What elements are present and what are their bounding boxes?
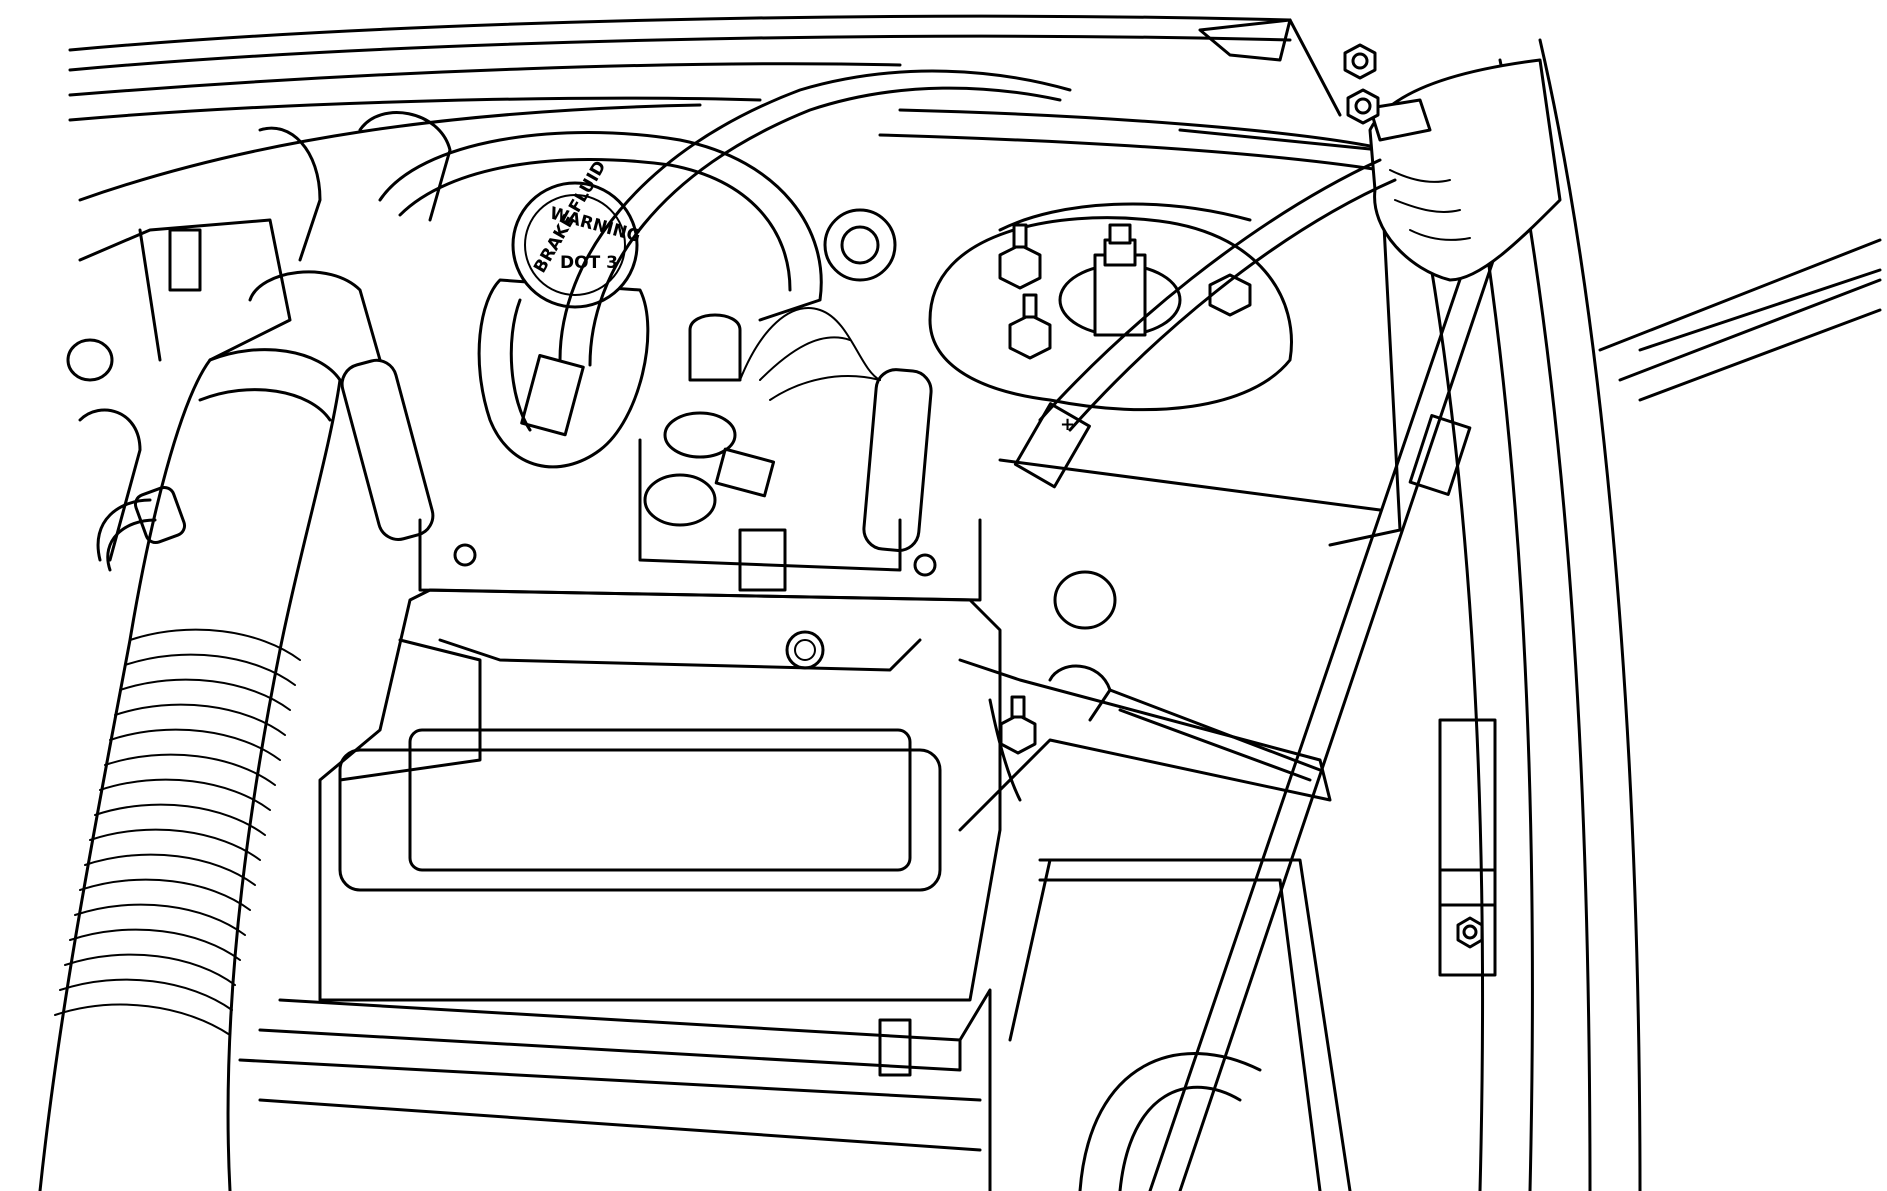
strut-tower xyxy=(928,202,1293,412)
battery-hold-down xyxy=(958,658,1332,832)
strut-mount-nut-icon xyxy=(998,223,1042,290)
cable-boot-center xyxy=(862,368,933,552)
fender-bolt-icon xyxy=(1456,916,1484,949)
hood-support-rod xyxy=(1148,248,1497,1191)
wiring-harness xyxy=(1108,688,1322,782)
battery-box xyxy=(318,588,1002,1002)
strut-mount-nut-icon xyxy=(1208,273,1252,317)
reservoir-cap-icon: WARNING BRAKE FLUID DOT 3 xyxy=(511,158,643,309)
strut-mount-nut-icon xyxy=(1008,293,1052,360)
brake-booster xyxy=(378,131,897,322)
battery-cable-right: + xyxy=(1013,158,1397,489)
abs-valve-cluster xyxy=(638,307,902,592)
engine-left-components xyxy=(66,111,452,562)
hold-down-nut-icon xyxy=(999,695,1037,755)
reservoir-cap-dot-text: DOT 3 xyxy=(560,253,618,273)
hand-holding-hood xyxy=(1368,58,1562,282)
positive-terminal-mark: + xyxy=(1060,414,1075,435)
hood-edge-lines xyxy=(68,14,1392,202)
cable-boot-left xyxy=(340,358,435,541)
lower-frame-rail xyxy=(238,988,992,1191)
battery-cable-left xyxy=(520,69,1072,437)
air-intake-duct xyxy=(38,348,342,1191)
strut-center-nut-icon xyxy=(1058,223,1182,337)
mounting-plate xyxy=(418,518,982,602)
cap-knob xyxy=(1048,570,1117,722)
fender-bracket xyxy=(1438,718,1497,977)
cowl-bolt-icon xyxy=(1343,43,1377,80)
left-wiring-connector xyxy=(96,485,187,572)
brake-fluid-reservoir xyxy=(477,278,650,469)
battery-tray xyxy=(1008,858,1352,1191)
cowl-bolt-icon xyxy=(1346,88,1380,125)
